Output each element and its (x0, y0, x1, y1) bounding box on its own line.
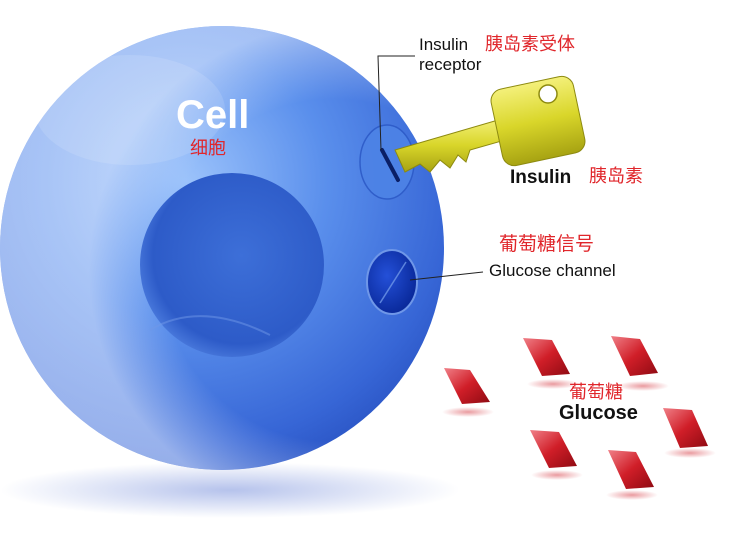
insulin-label-zh: 胰岛素 (589, 166, 643, 187)
glucose-molecule (530, 430, 583, 480)
cell-title: Cell (176, 93, 250, 137)
glucose-molecule (523, 338, 579, 389)
glucose-molecules (442, 336, 716, 500)
channel-leader-line (409, 271, 484, 281)
cell-title-zh: 细胞 (190, 138, 226, 159)
receptor-leader-line (377, 55, 415, 151)
receptor-label-line2: receptor (419, 55, 482, 74)
glucose-channel-label: Glucose channel (489, 261, 616, 280)
cell-shadow (0, 462, 460, 518)
glucose-channel (366, 249, 418, 315)
receptor-label-line1: Insulin (419, 35, 469, 54)
cell-highlight (35, 55, 225, 165)
insulin-label: Insulin (510, 167, 572, 188)
glucose-molecule (611, 336, 669, 391)
nucleus (140, 173, 324, 357)
glucose-molecule (442, 368, 494, 417)
glucose-channel-label-zh: 葡萄糖信号 (499, 233, 595, 255)
receptor-slot (380, 148, 400, 182)
nucleus-fold (149, 315, 271, 336)
glucose-label: Glucose (559, 402, 638, 424)
channel-highlight (379, 261, 407, 304)
receptor-label-zh: 胰岛素受体 (485, 34, 575, 55)
glucose-label-zh: 葡萄糖 (569, 382, 623, 403)
glucose-molecule (663, 408, 716, 458)
insulin-key-icon (394, 75, 586, 173)
glucose-molecule (606, 450, 658, 500)
